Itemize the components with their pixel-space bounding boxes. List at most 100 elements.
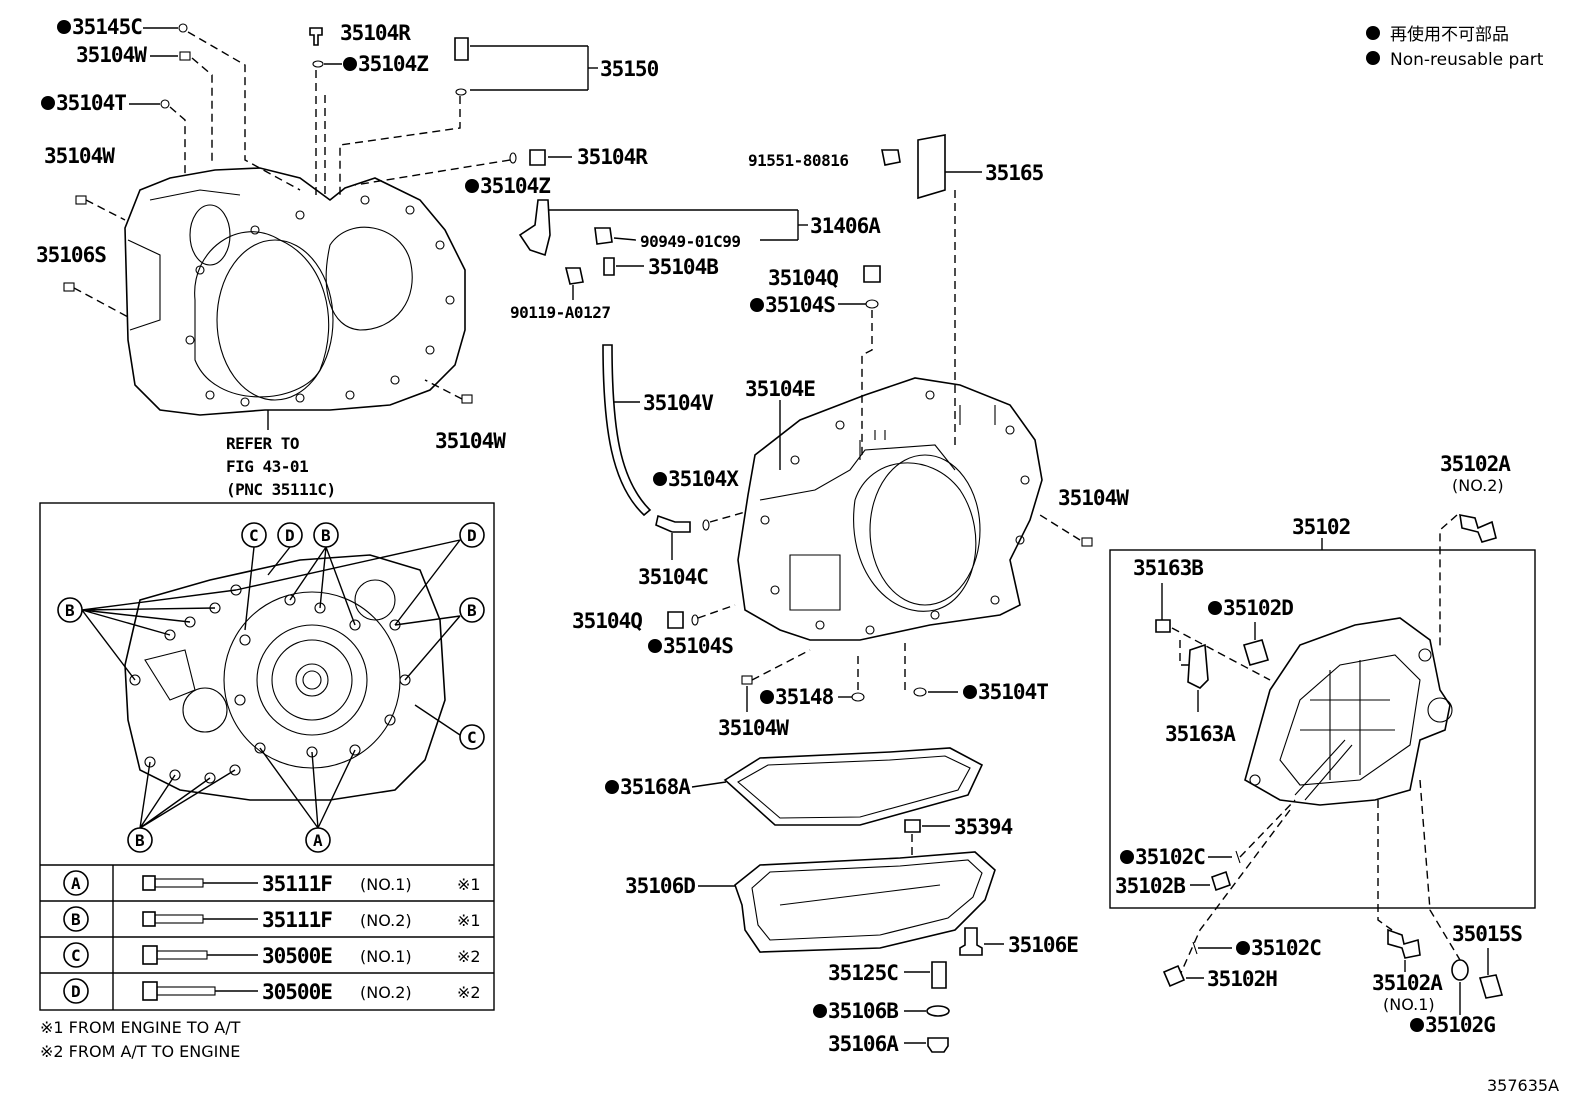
- label-31406A: 31406A: [810, 214, 881, 238]
- bolt-row-C: C 30500E (NO.1) ※2: [63, 942, 481, 968]
- callout-B-top: B: [321, 526, 331, 545]
- row-part: 30500E: [262, 944, 332, 968]
- label-90949: 90949-01C99: [640, 232, 740, 251]
- label-35104W-e: 35104W: [718, 716, 789, 740]
- bolt-row-A: A 35111F (NO.1) ※1: [63, 870, 481, 896]
- figure-number: 357635A: [1487, 1076, 1559, 1095]
- label-35104Q-a: 35104Q: [768, 266, 838, 290]
- label-35102: 35102: [1292, 515, 1350, 539]
- upper-left-labels: 35145C 35104W 35104T 35104W 35106S 35104…: [36, 15, 660, 499]
- callout-D-right: D: [467, 526, 476, 545]
- callout-B-left: B: [65, 601, 75, 620]
- label-35104E: 35104E: [745, 377, 815, 401]
- label-35102A-b: 35102A: [1372, 971, 1443, 995]
- label-35104T-a: 35104T: [56, 91, 126, 115]
- label-35106S: 35106S: [36, 243, 106, 267]
- row-part: 35111F: [262, 908, 332, 932]
- row-key: A: [71, 874, 81, 893]
- label-35104V: 35104V: [643, 391, 714, 415]
- refer-line3: (PNC 35111C): [226, 480, 336, 499]
- callout-D-top: D: [285, 526, 294, 545]
- bolt-table: A 35111F (NO.1) ※1 B 35111F (NO.2) ※1 C: [63, 870, 481, 1004]
- label-35394: 35394: [954, 815, 1013, 839]
- row-mark: ※1: [457, 875, 481, 894]
- label-35104S-b: 35104S: [663, 634, 733, 658]
- label-35106A: 35106A: [828, 1032, 899, 1056]
- oil-pan-group: 35168A 35394 35106D 35106E 35125C 35106B…: [605, 747, 1079, 1056]
- label-35165: 35165: [985, 161, 1044, 185]
- row-part: 35111F: [262, 872, 332, 896]
- row-mark: ※1: [457, 911, 481, 930]
- bolt-row-D: D 30500E (NO.2) ※2: [63, 978, 481, 1004]
- label-35163B: 35163B: [1133, 556, 1203, 580]
- label-35145C: 35145C: [72, 15, 142, 39]
- label-35104W-b: 35104W: [44, 144, 115, 168]
- label-35102A-a: 35102A: [1440, 452, 1511, 476]
- bolt-location-inset: C D B D B B C B A: [39, 502, 495, 1061]
- label-35104X: 35104X: [668, 467, 739, 491]
- label-35102A-a-no: (NO.2): [1452, 476, 1504, 495]
- bolt-row-B: B 35111F (NO.2) ※1: [63, 906, 481, 932]
- row-no: (NO.2): [360, 911, 412, 930]
- row-mark: ※2: [457, 947, 481, 966]
- label-35102B: 35102B: [1115, 874, 1185, 898]
- label-35102C-a: 35102C: [1135, 845, 1205, 869]
- label-35015S: 35015S: [1452, 922, 1522, 946]
- label-35104R-a: 35104R: [340, 21, 411, 45]
- label-90119: 90119-A0127: [510, 303, 610, 322]
- label-35104Z-a: 35104Z: [358, 52, 428, 76]
- label-91551: 91551-80816: [748, 151, 848, 170]
- transaxle-case: 35104E: [737, 377, 1043, 641]
- label-35168A: 35168A: [620, 775, 691, 799]
- label-35102D: 35102D: [1223, 596, 1293, 620]
- table-note-2: ※2 FROM A/T TO ENGINE: [40, 1042, 240, 1061]
- housing-bolt-holes: [185, 195, 455, 407]
- converter-housing: [124, 167, 466, 416]
- label-35102C-b: 35102C: [1251, 936, 1321, 960]
- label-35102G: 35102G: [1425, 1013, 1495, 1037]
- row-no: (NO.1): [360, 947, 412, 966]
- label-35104Q-b: 35104Q: [572, 609, 642, 633]
- label-35106E: 35106E: [1008, 933, 1078, 957]
- callout-C-top: C: [249, 526, 258, 545]
- label-35104S-a: 35104S: [765, 293, 835, 317]
- label-35163A: 35163A: [1165, 722, 1236, 746]
- label-35104W-a: 35104W: [76, 43, 147, 67]
- label-35104W-c: 35104W: [435, 429, 506, 453]
- label-35148: 35148: [775, 685, 834, 709]
- label-35104R-b: 35104R: [577, 145, 648, 169]
- refer-line1: REFER TO: [226, 434, 299, 453]
- label-35106D: 35106D: [625, 874, 695, 898]
- label-35106B: 35106B: [828, 999, 898, 1023]
- label-35104Z-b: 35104Z: [480, 174, 550, 198]
- refer-line2: FIG 43-01: [226, 457, 308, 476]
- label-35150: 35150: [600, 57, 659, 81]
- callout-bubbles: C D B D B B C B A: [57, 522, 485, 853]
- label-35102H: 35102H: [1207, 967, 1277, 991]
- extension-housing-group: 35102 35102A (NO.2) 35163B 35163A 35102D…: [1109, 452, 1536, 1037]
- row-no: (NO.2): [360, 983, 412, 1002]
- row-key: B: [71, 910, 81, 929]
- row-part: 30500E: [262, 980, 332, 1004]
- callout-leaders: [81, 539, 461, 829]
- case-right-parts: 91551-80816 35165 35104Q 35104S 35104W: [748, 134, 1130, 547]
- table-note-1: ※1 FROM ENGINE TO A/T: [40, 1018, 241, 1037]
- row-mark: ※2: [457, 983, 481, 1002]
- label-35104T-b: 35104T: [978, 680, 1048, 704]
- non-reusable-dot-icon: [1366, 51, 1380, 65]
- callout-B-right: B: [467, 601, 477, 620]
- legend: 再使用不可部品 Non-reusable part: [1366, 24, 1544, 70]
- label-35104B: 35104B: [648, 255, 718, 279]
- case-bolt-holes: [760, 390, 1030, 635]
- row-no: (NO.1): [360, 875, 412, 894]
- row-key: D: [71, 982, 80, 1001]
- legend-jp: 再使用不可部品: [1390, 24, 1509, 45]
- label-35125C: 35125C: [828, 961, 898, 985]
- non-reusable-dot-icon: [1366, 26, 1380, 40]
- row-key: C: [71, 946, 80, 965]
- callout-C-right: C: [467, 728, 476, 747]
- label-35104C: 35104C: [638, 565, 708, 589]
- label-35102A-b-no: (NO.1): [1383, 995, 1435, 1014]
- callout-B-bottom: B: [135, 831, 145, 850]
